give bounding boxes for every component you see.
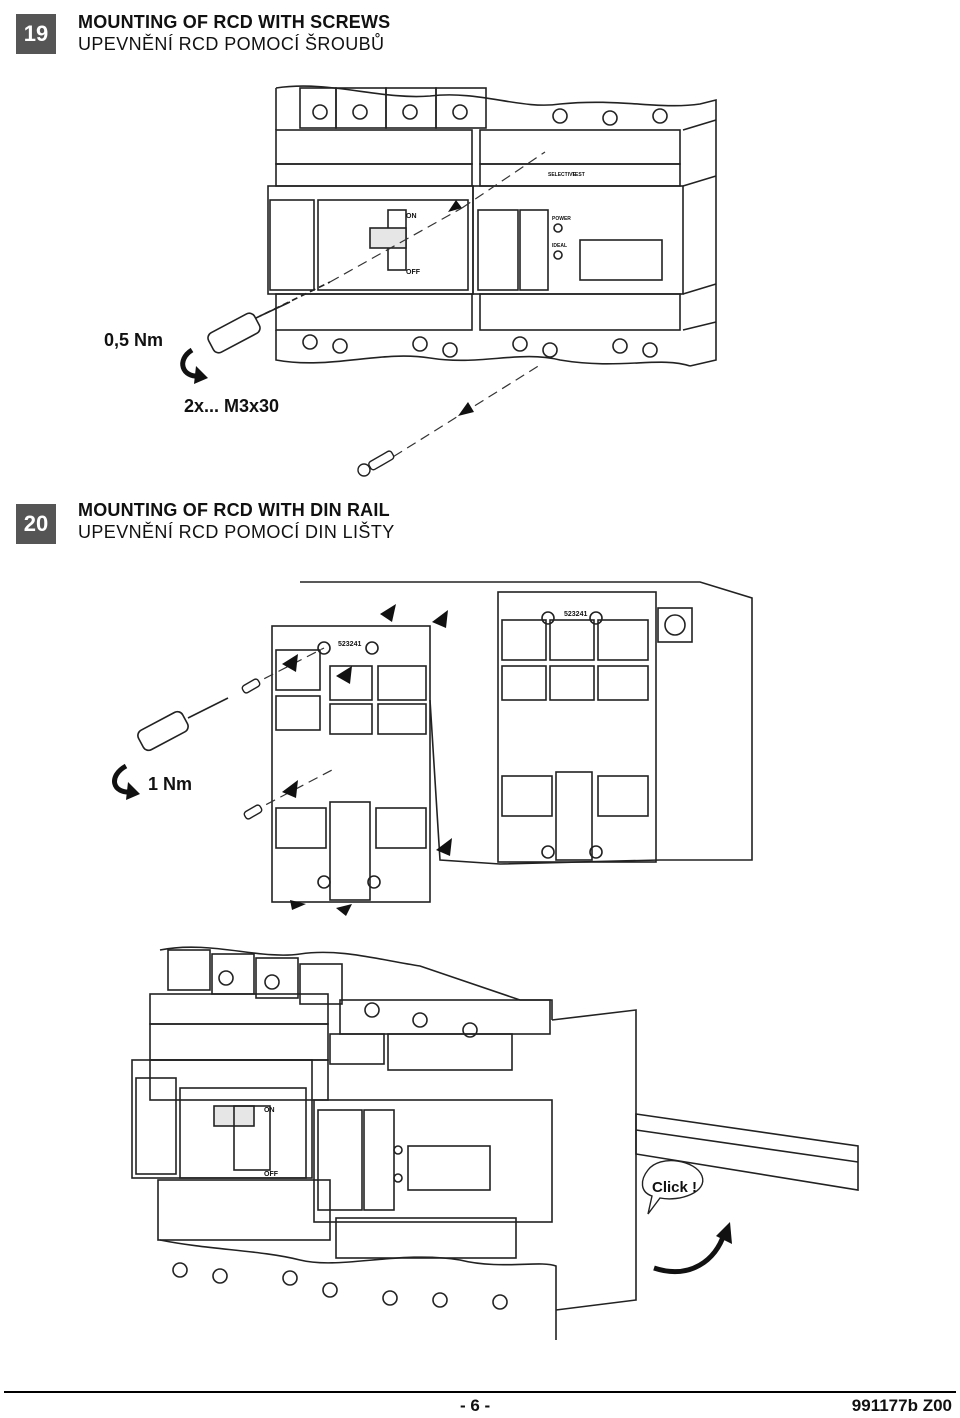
din-rail-mount-illustration: Click ! ON OFF	[131, 946, 859, 1340]
rcd-screw-mount-illustration: ON OFF SELECTIVE TEST POWER IDEAL	[180, 85, 717, 477]
din-plate-illustration: 523241 523241	[112, 581, 753, 916]
ideal-label: IDEAL	[552, 243, 567, 249]
test-label: TEST	[572, 172, 585, 178]
footer-divider	[4, 1391, 956, 1393]
click-label: Click !	[652, 1179, 697, 1196]
switch-off-label-20: OFF	[264, 1171, 279, 1178]
step-20-badge: 20	[16, 504, 56, 544]
step-20-title-en: MOUNTING OF RCD WITH DIN RAIL	[78, 500, 390, 520]
selectivity-label: SELECTIVE	[548, 172, 576, 178]
part-code-rear: 523241	[564, 611, 587, 618]
step-19-title-en: MOUNTING OF RCD WITH SCREWS	[78, 12, 391, 32]
step-19-title-cz: UPEVNĚNÍ RCD POMOCÍ ŠROUBŮ	[78, 34, 385, 54]
power-label: POWER	[552, 216, 571, 222]
step-19-number: 19	[23, 21, 49, 46]
page-number: - 6 -	[460, 1396, 491, 1415]
switch-off-label: OFF	[406, 269, 421, 276]
switch-on-label: ON	[406, 213, 417, 220]
screw-spec-label: 2x... M3x30	[184, 396, 280, 416]
torque-label-19: 0,5 Nm	[104, 330, 164, 350]
part-code-front: 523241	[338, 641, 361, 648]
switch-on-label-20: ON	[264, 1107, 275, 1114]
step-20-number: 20	[23, 511, 49, 536]
step-19-badge: 19	[16, 14, 56, 54]
document-code: 991177b Z00	[851, 1396, 952, 1415]
torque-label-20: 1 Nm	[148, 774, 193, 794]
step-20-title-cz: UPEVNĚNÍ RCD POMOCÍ DIN LIŠTY	[78, 522, 395, 542]
